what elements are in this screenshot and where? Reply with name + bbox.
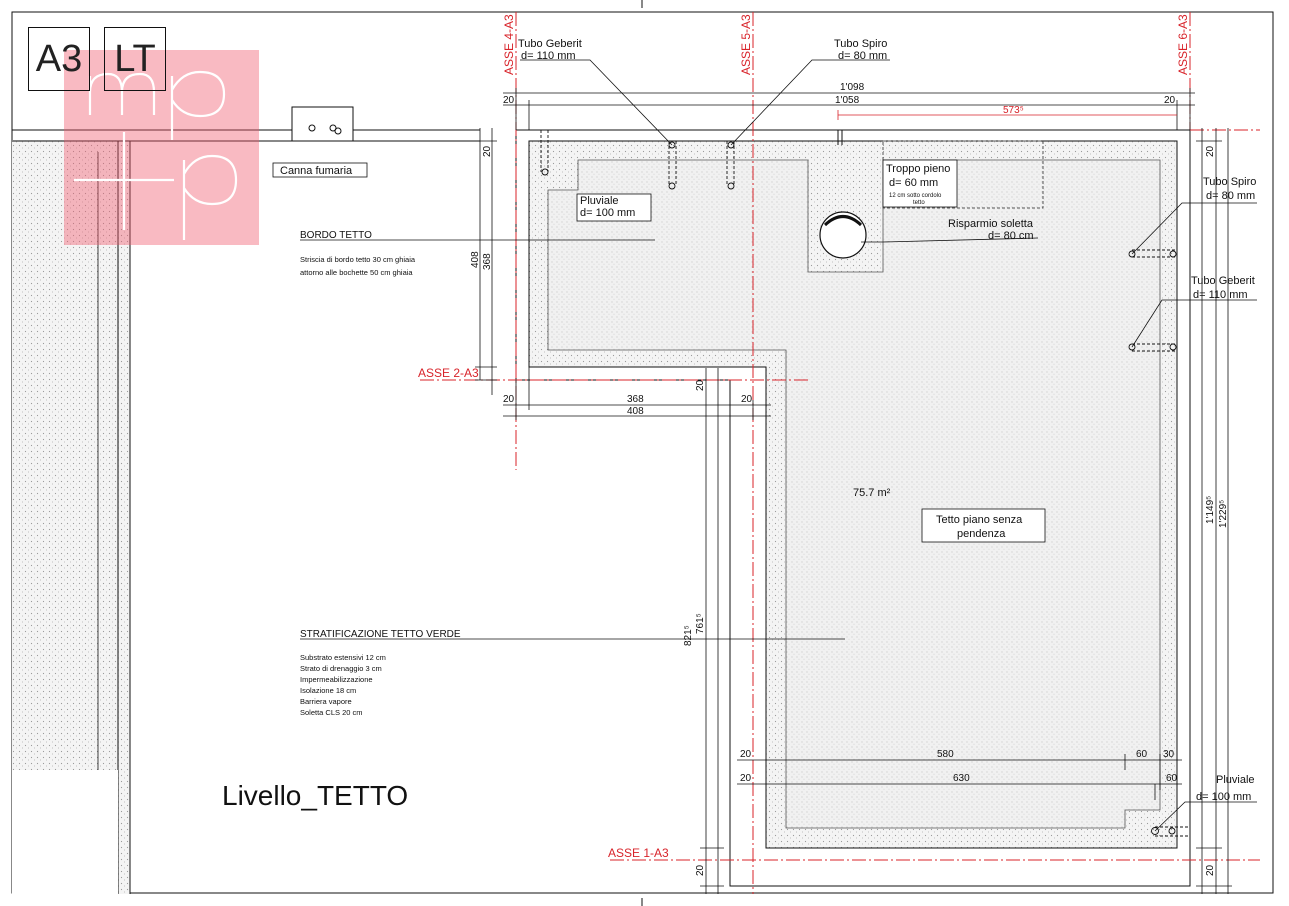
troppo-pieno-label-3: 12 cm sotto cordolo: [889, 193, 942, 199]
troppo-pieno-label-4: tetto: [913, 200, 925, 206]
tubo-spiro-top-label-1: Tubo Spiro: [834, 38, 887, 50]
dim-20-vert-r1: 20: [1205, 145, 1216, 157]
tetto-piano-label-1: Tetto piano senza: [936, 514, 1023, 526]
dim-408-vert: 408: [470, 251, 481, 268]
dim-20-top-left: 20: [503, 95, 515, 106]
dim-20-bb-1: 20: [740, 749, 752, 760]
dim-20-vert-r2: 20: [1205, 864, 1216, 876]
bordo-tetto-line-1: Striscia di bordo tetto 30 cm ghiaia: [300, 255, 416, 264]
dim-20-bl-2: 20: [741, 394, 753, 405]
dim-368-vert: 368: [482, 253, 493, 270]
risparmio-soletta-label-2: d= 80 cm: [988, 230, 1034, 242]
dim-60-b: 60: [1166, 773, 1178, 784]
pluviale-right-label-1: Pluviale: [1216, 774, 1255, 786]
dim-408-bottom: 408: [627, 406, 644, 417]
chimney-block: [291, 106, 354, 142]
tubo-spiro-right-label-2: d= 80 mm: [1206, 190, 1255, 202]
pluviale-top-label-1: Pluviale: [580, 195, 619, 207]
pipes-right: [1128, 249, 1190, 837]
dim-20-vert-c: 20: [695, 864, 706, 876]
tetto-piano-label-2: pendenza: [957, 528, 1006, 540]
sheet-code-tag: A3: [28, 27, 90, 91]
dim-30: 30: [1163, 749, 1175, 760]
axis-label-1: ASSE 1-A3: [608, 846, 669, 860]
dim-20-bl-1: 20: [503, 394, 515, 405]
dim-1098: 1'098: [840, 82, 865, 93]
troppo-pieno-label-2: d= 60 mm: [889, 177, 938, 189]
risparmio-soletta-circle: [819, 211, 867, 259]
layer-code-text: LT: [114, 37, 156, 80]
sheet-code-text: A3: [35, 37, 83, 80]
pluviale-top-label-2: d= 100 mm: [580, 207, 635, 219]
dimension-lines: [475, 88, 1232, 894]
dim-761-vert: 761⁵: [695, 613, 706, 634]
level-title: Livello_TETTO: [222, 780, 409, 811]
dim-580: 580: [937, 749, 954, 760]
strat-line-4: Isolazione 18 cm: [300, 686, 356, 695]
strat-line-6: Soletta CLS 20 cm: [300, 708, 363, 717]
bordo-tetto-line-2: attorno alle bochette 50 cm ghiaia: [300, 268, 413, 277]
axis-label-2: ASSE 2-A3: [418, 366, 479, 380]
tubo-geberit-right-label-1: Tubo Geberit: [1191, 275, 1255, 287]
left-building: [12, 129, 480, 894]
mp-plus-p-logo-mark: [74, 70, 238, 240]
dim-20-top-right: 20: [1164, 95, 1176, 106]
strat-line-3: Impermeabilizzazione: [300, 675, 373, 684]
layer-code-tag: LT: [104, 27, 166, 91]
strat-line-1: Substrato estensivi 12 cm: [300, 653, 386, 662]
area-label: 75.7 m²: [853, 487, 891, 499]
pluviale-box: [576, 193, 652, 222]
pluviale-right-label-2: d= 100 mm: [1196, 791, 1251, 803]
troppo-pieno-label-1: Troppo pieno: [886, 163, 950, 175]
canna-fumaria-label: Canna fumaria: [280, 165, 353, 177]
tubo-geberit-top-label-1: Tubo Geberit: [518, 38, 582, 50]
dim-821-vert: 821⁵: [683, 625, 694, 646]
axis-label-4: ASSE 4-A3: [502, 14, 516, 75]
dim-1229-vert: 1'229⁵: [1218, 500, 1229, 528]
dim-60-a: 60: [1136, 749, 1148, 760]
tubo-geberit-right-label-2: d= 110 mm: [1193, 289, 1248, 301]
dim-630: 630: [953, 773, 970, 784]
dim-20-vert-a: 20: [482, 145, 493, 157]
dim-573: 573⁵: [1003, 105, 1024, 116]
dim-20-vert-b: 20: [695, 379, 706, 391]
dim-368-bottom: 368: [627, 394, 644, 405]
dim-20-bb-2: 20: [740, 773, 752, 784]
tubo-spiro-top-label-2: d= 80 mm: [838, 50, 887, 62]
axis-label-6: ASSE 6-A3: [1176, 14, 1190, 75]
strat-line-2: Strato di drenaggio 3 cm: [300, 664, 382, 673]
troppo-pieno-box: [882, 159, 958, 208]
tubo-spiro-right-label-1: Tubo Spiro: [1203, 176, 1256, 188]
dim-1058: 1'058: [835, 95, 860, 106]
studio-logo: [64, 50, 259, 245]
axis-label-5: ASSE 5-A3: [739, 14, 753, 75]
dim-1149-vert: 1'149⁵: [1205, 496, 1216, 524]
stratificazione-title: STRATIFICAZIONE TETTO VERDE: [300, 629, 461, 640]
bordo-tetto-title: BORDO TETTO: [300, 230, 372, 241]
tetto-piano-box: [921, 508, 1046, 543]
strat-line-5: Barriera vapore: [300, 697, 352, 706]
green-roof-surface: [547, 159, 1161, 829]
canna-fumaria-box: [272, 162, 368, 178]
risparmio-soletta-label-1: Risparmio soletta: [948, 218, 1034, 230]
tubo-geberit-top-label-2: d= 110 mm: [521, 50, 576, 62]
pipes-top: [540, 130, 735, 190]
leader-lines: [300, 59, 1257, 832]
